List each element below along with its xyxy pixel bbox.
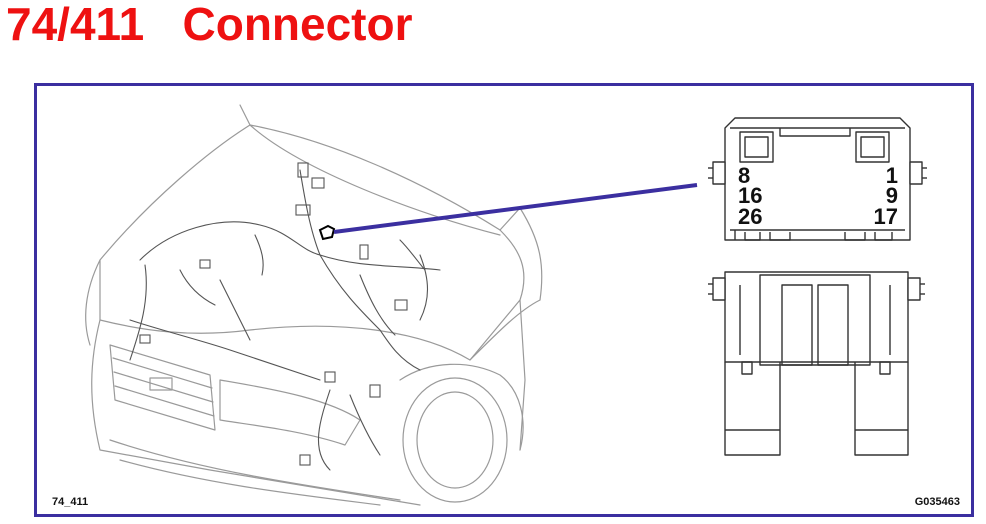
pin-label: 8 bbox=[738, 163, 750, 188]
target-connector-icon bbox=[318, 224, 336, 241]
figure-code-left: 74_411 bbox=[52, 496, 89, 508]
car-illustration bbox=[85, 104, 543, 506]
figure-code-right: G035463 bbox=[914, 496, 960, 508]
pin-label: 1 bbox=[886, 163, 898, 188]
pin-labels-right: 1 9 17 bbox=[874, 163, 898, 229]
page-title: 74/411 Connector bbox=[6, 0, 413, 50]
diagram-frame bbox=[34, 83, 974, 517]
leader-line bbox=[333, 183, 698, 234]
pin-label: 9 bbox=[886, 183, 898, 208]
pin-label: 17 bbox=[874, 204, 898, 229]
pin-labels-left: 8 16 26 bbox=[738, 163, 762, 229]
connector-side-view bbox=[708, 271, 925, 456]
pin-label: 16 bbox=[738, 183, 762, 208]
connector-front-view bbox=[708, 117, 927, 241]
pin-label: 26 bbox=[738, 204, 762, 229]
wiring-harness bbox=[129, 162, 441, 471]
